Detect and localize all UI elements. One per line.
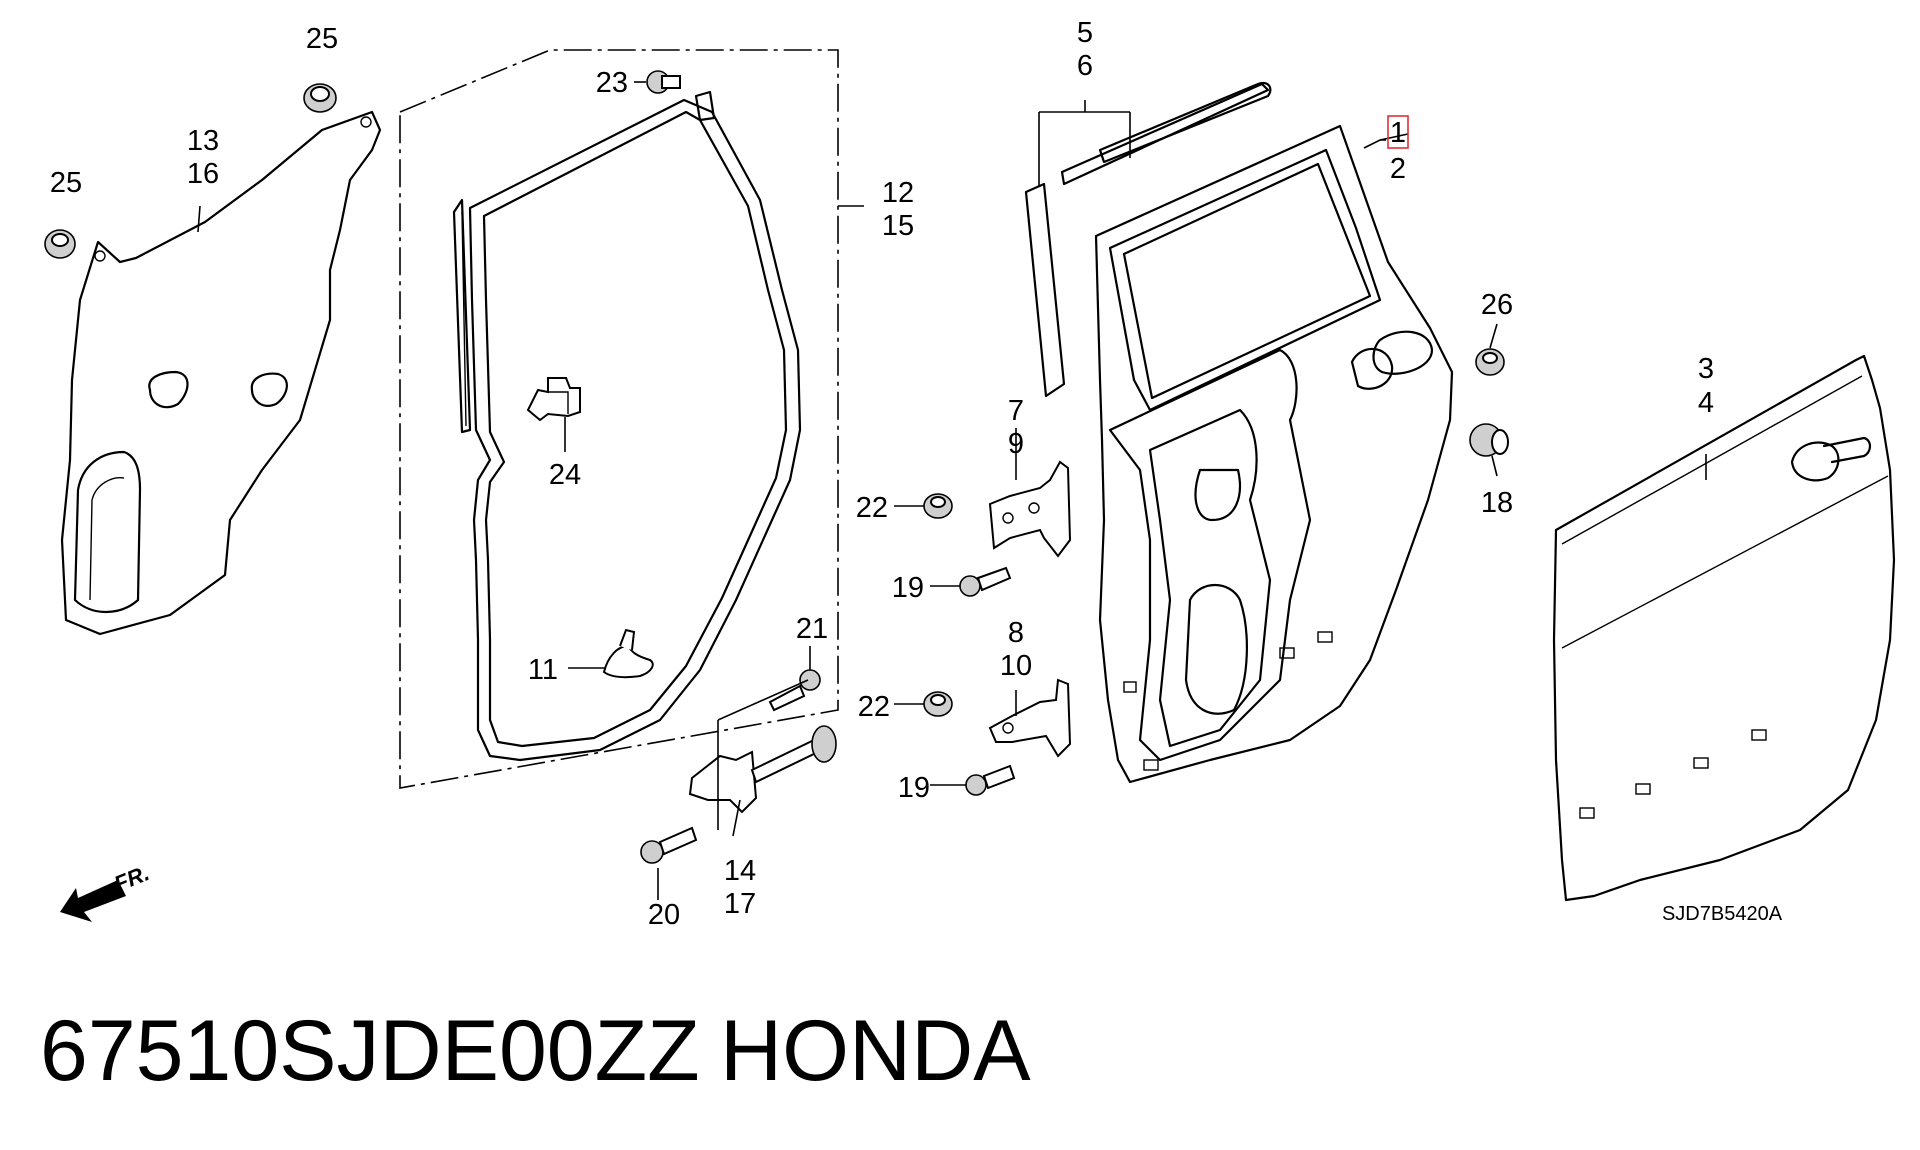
part-number-caption: 67510SJDE00ZZ (40, 1003, 700, 1099)
callout-10[interactable]: 10 (1000, 650, 1032, 682)
callout-25-upper[interactable]: 25 (306, 23, 338, 55)
callout-labels: 1 2 3 4 5 6 7 9 8 10 11 12 15 13 16 14 1… (50, 17, 1714, 931)
callout-11[interactable]: 11 (528, 654, 558, 686)
door-weatherstrip[interactable] (452, 90, 802, 762)
bolt-19-lower[interactable] (965, 764, 1016, 796)
front-direction-arrow: FR. (60, 860, 153, 922)
callout-22-lower[interactable]: 22 (858, 691, 890, 723)
door-checker[interactable] (688, 725, 837, 814)
door-liner-panel[interactable] (60, 110, 382, 636)
clip-11[interactable] (602, 628, 654, 679)
drawing-code: SJD7B5420A (1662, 903, 1783, 925)
brand-caption: HONDA (720, 1003, 1031, 1099)
callout-18[interactable]: 18 (1481, 487, 1513, 519)
callout-22-upper[interactable]: 22 (856, 492, 888, 524)
clip-24[interactable] (526, 377, 581, 422)
callout-19-upper[interactable]: 19 (892, 572, 924, 604)
callout-5[interactable]: 5 (1077, 17, 1093, 49)
bolt-21[interactable] (768, 669, 821, 712)
highlight-box (1387, 115, 1409, 149)
front-label: FR. (111, 860, 153, 896)
callout-3[interactable]: 3 (1698, 353, 1714, 385)
bolt-19-upper[interactable] (959, 566, 1012, 597)
door-shell[interactable] (1094, 124, 1454, 784)
callout-8[interactable]: 8 (1008, 617, 1024, 649)
callout-15[interactable]: 15 (882, 210, 914, 242)
callout-25-lower[interactable]: 25 (50, 167, 82, 199)
callout-23[interactable]: 23 (596, 67, 628, 99)
nut-22-upper[interactable] (923, 493, 953, 519)
nut-26[interactable] (1475, 348, 1505, 376)
bolt-23[interactable] (646, 70, 681, 94)
callout-20[interactable]: 20 (648, 899, 680, 931)
callout-9[interactable]: 9 (1008, 428, 1024, 460)
callout-21[interactable]: 21 (796, 613, 828, 645)
callout-4[interactable]: 4 (1698, 387, 1714, 419)
upper-hinge[interactable] (988, 460, 1072, 558)
callout-1[interactable]: 1 (1390, 117, 1406, 149)
callout-19-lower[interactable]: 19 (898, 772, 930, 804)
grommet-18[interactable] (1469, 423, 1509, 457)
callout-12[interactable]: 12 (882, 177, 914, 209)
nut-22-lower[interactable] (923, 691, 953, 717)
leader-lines (197, 81, 1707, 900)
door-outer-skin[interactable] (1552, 354, 1896, 902)
callout-24[interactable]: 24 (549, 459, 581, 491)
callout-13[interactable]: 13 (187, 125, 219, 157)
callout-16[interactable]: 16 (187, 158, 219, 190)
callout-14[interactable]: 14 (724, 855, 756, 887)
weatherstrip-set-bracket (399, 49, 839, 789)
callout-2[interactable]: 2 (1390, 153, 1406, 185)
callout-17[interactable]: 17 (724, 888, 756, 920)
callout-7[interactable]: 7 (1008, 395, 1024, 427)
callout-26[interactable]: 26 (1481, 289, 1513, 321)
nut-25-lower[interactable] (44, 229, 76, 259)
bolt-20[interactable] (640, 826, 698, 864)
sash-moldings[interactable] (1024, 81, 1272, 398)
callout-6[interactable]: 6 (1077, 50, 1093, 82)
lower-hinge[interactable] (988, 678, 1072, 758)
nut-25-upper[interactable] (303, 83, 337, 113)
